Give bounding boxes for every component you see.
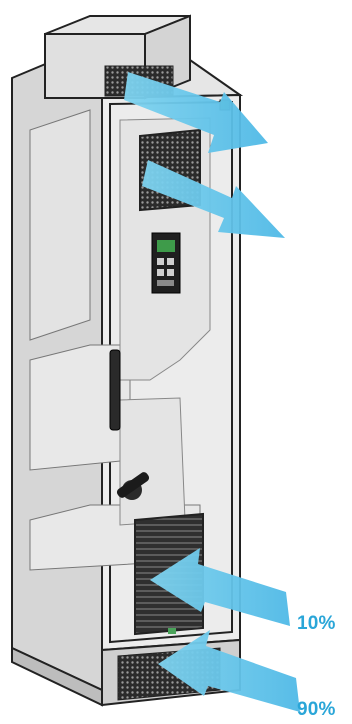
lower-indicator <box>168 628 176 634</box>
cabinet-body <box>12 60 240 705</box>
keypad-display-icon <box>152 233 180 293</box>
airflow-label-upper: 10% <box>297 614 336 633</box>
internal-drive-lower <box>120 398 185 525</box>
door-handle-icon <box>110 350 120 430</box>
internal-component-upper <box>30 110 90 340</box>
airflow-label-lower: 90% <box>297 700 336 719</box>
